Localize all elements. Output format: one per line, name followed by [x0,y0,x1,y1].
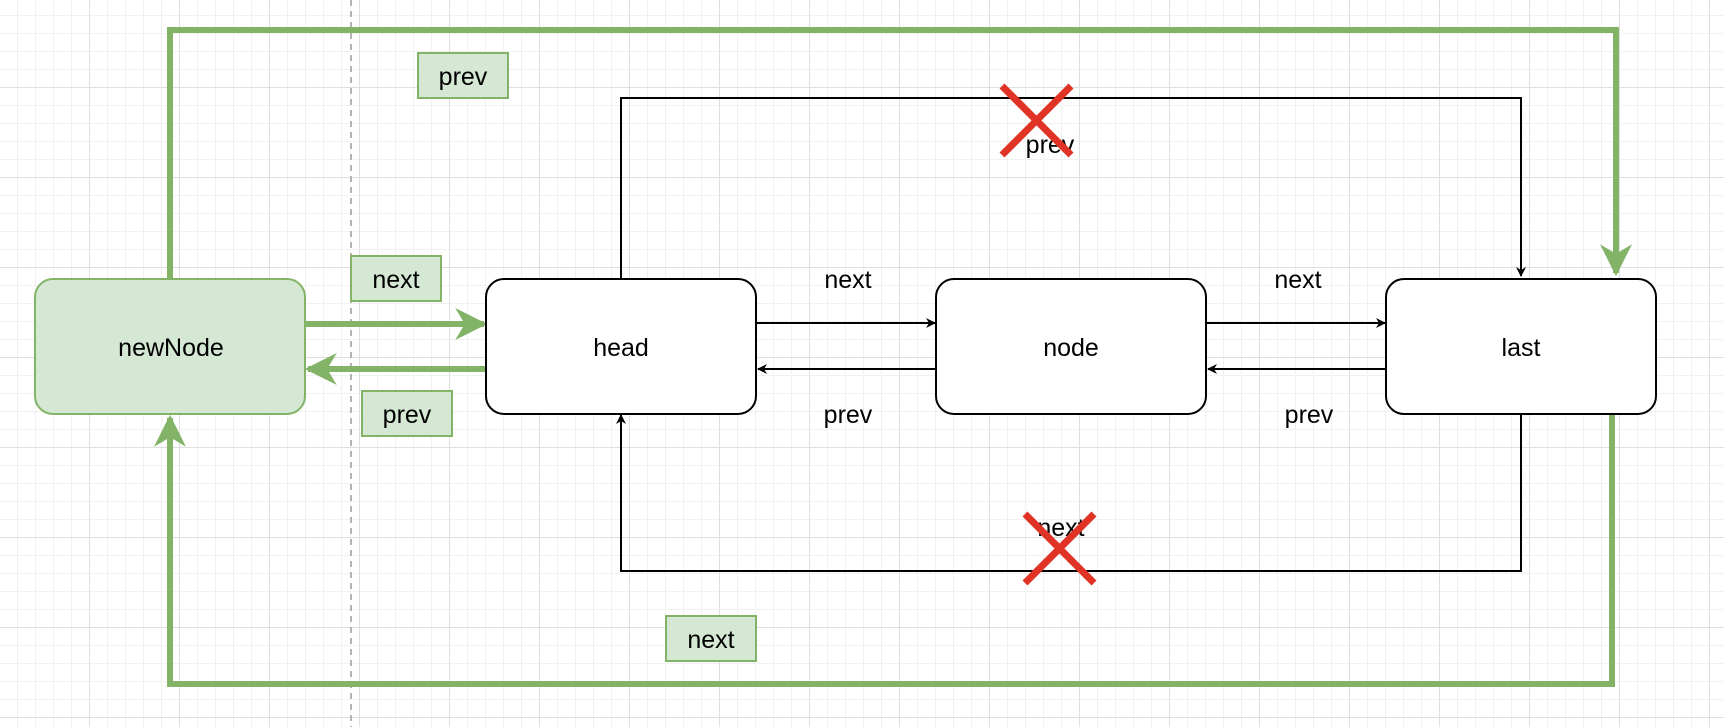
top-prev-label-box: prev [417,52,509,99]
bottom-next-label: next [687,626,734,654]
node-label: node [1043,334,1099,362]
node-last-next-label: next [1274,266,1321,294]
newnode-to-last-prev-link [167,27,1632,278]
newnode-next-label-box: next [350,255,442,302]
last-to-newnode-next-link [154,413,1615,687]
node-last-prev-label: prev [1285,401,1334,429]
last-label: last [1502,334,1541,362]
last-box[interactable]: last [1385,278,1657,415]
head-box[interactable]: head [485,278,757,415]
newnode-prev-label: prev [383,401,432,429]
node-box[interactable]: node [935,278,1207,415]
newnode-next-label: next [372,266,419,294]
last-to-head-next-link [616,413,1522,572]
newnode-label: newNode [118,334,224,362]
newnode-prev-label-box: prev [361,390,453,437]
head-to-last-prev-link [620,97,1526,278]
head-node-prev-label: prev [824,401,873,429]
top-cross-mark-icon [999,83,1074,158]
bottom-cross-mark-icon [1022,511,1097,586]
top-prev-label: prev [439,63,488,91]
head-node-next-label: next [824,266,871,294]
newnode-box[interactable]: newNode [34,278,306,415]
bottom-next-label-box: next [665,615,757,662]
head-label: head [593,334,649,362]
